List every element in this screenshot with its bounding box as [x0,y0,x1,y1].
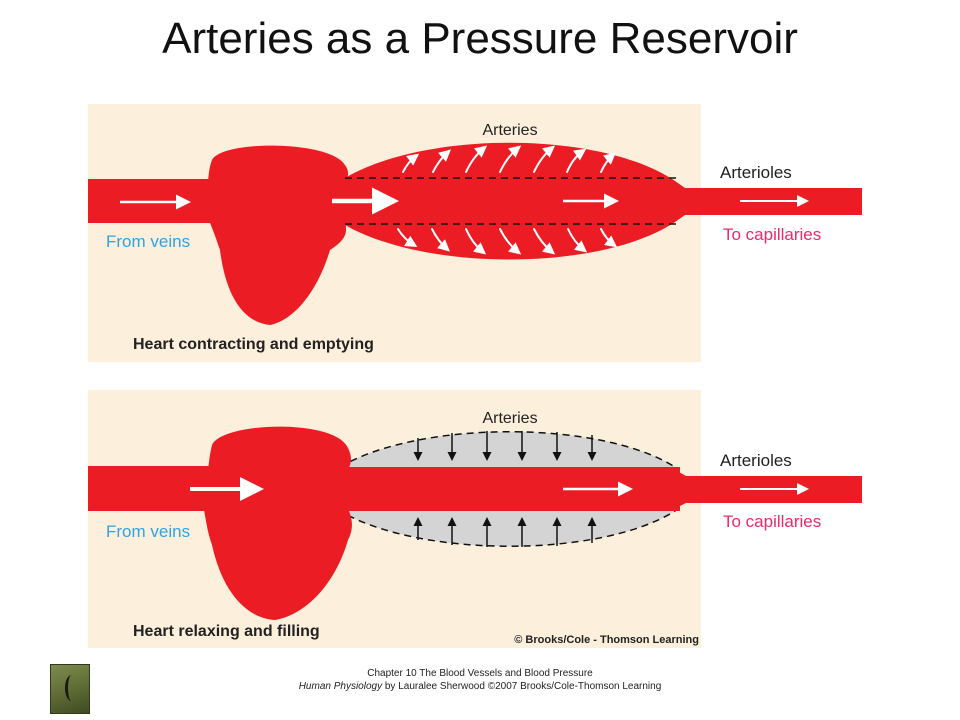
artery-tube [340,467,680,511]
book-title: Human Physiology [298,681,383,692]
expansion-arrows-top [402,145,617,173]
book-cover-thumbnail [50,664,90,714]
panel-caption: Heart contracting and emptying [133,336,374,353]
recoil-arrows-top [413,431,597,461]
slide-title: Arteries as a Pressure Reservoir [162,14,798,63]
panel-caption: Heart relaxing and filling [133,623,320,640]
arterioles-label: Arterioles [720,163,792,182]
from-veins-label: From veins [106,232,190,251]
panel-contracting: Arteries Arterioles From veins To capill… [88,104,862,362]
footer-chapter-line: Chapter 10 The Blood Vessels and Blood P… [367,668,593,679]
arteries-label: Arteries [482,410,537,427]
heart-contracting [202,145,350,325]
to-capillaries-label: To capillaries [723,512,821,531]
expansion-arrows-bottom [397,228,618,255]
footer-citation-line: Human Physiology by Lauralee Sherwood ©2… [120,681,840,692]
cover-figure-icon [65,675,78,701]
copyright-credit: © Brooks/Cole - Thomson Learning [514,634,699,646]
arterioles-label: Arterioles [720,451,792,470]
panel-relaxing: Arteries Arterioles From veins To capill… [88,390,862,648]
to-capillaries-label: To capillaries [723,225,821,244]
from-veins-label: From veins [106,522,190,541]
heart-relaxing [200,426,352,620]
recoil-arrows-bottom [413,517,597,547]
citation-rest: by Lauralee Sherwood ©2007 Brooks/Cole-T… [382,681,662,692]
arteries-label: Arteries [482,122,537,139]
